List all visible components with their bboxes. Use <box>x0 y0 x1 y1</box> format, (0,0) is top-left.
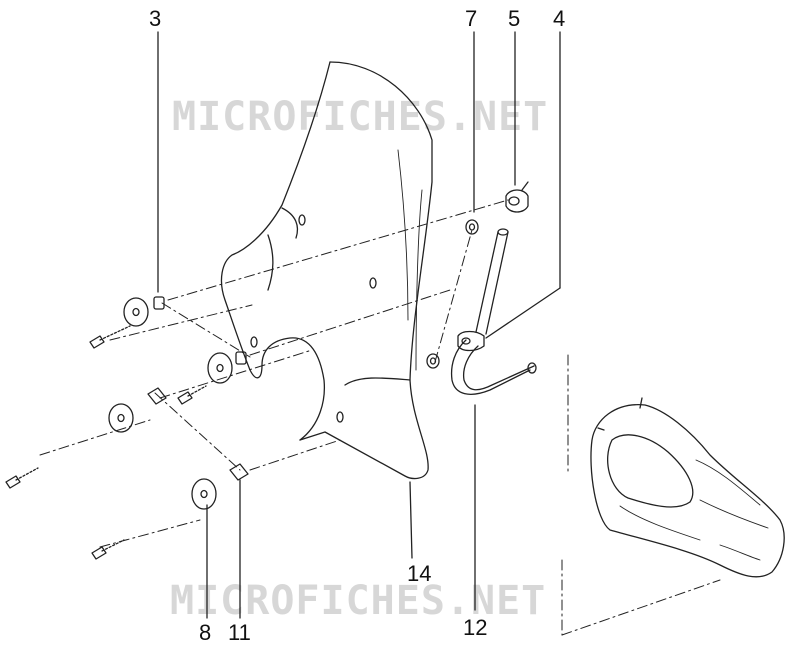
bushing-part-5 <box>505 181 529 213</box>
bracket-part-12 <box>450 228 537 395</box>
callout-4: 4 <box>553 6 566 31</box>
callout-12: 12 <box>463 615 488 640</box>
handlebar-cover <box>590 397 785 578</box>
callout-7: 7 <box>465 6 478 31</box>
watermark-bottom: MICROFICHES.NET <box>170 578 547 624</box>
nut-part-3 <box>153 296 247 365</box>
spacer-part-7 <box>426 219 479 369</box>
callout-11: 11 <box>228 620 251 645</box>
leader-lines <box>157 31 561 619</box>
washers <box>108 297 233 510</box>
spacer-part-11 <box>147 387 249 481</box>
callout-14: 14 <box>407 561 432 586</box>
screws <box>5 325 207 560</box>
assembly-lines <box>39 199 721 636</box>
callout-3: 3 <box>149 6 162 31</box>
windshield-part-14 <box>220 61 433 480</box>
callout-8: 8 <box>199 620 212 645</box>
callout-5: 5 <box>508 6 521 31</box>
watermark-top: MICROFICHES.NET <box>172 94 549 140</box>
